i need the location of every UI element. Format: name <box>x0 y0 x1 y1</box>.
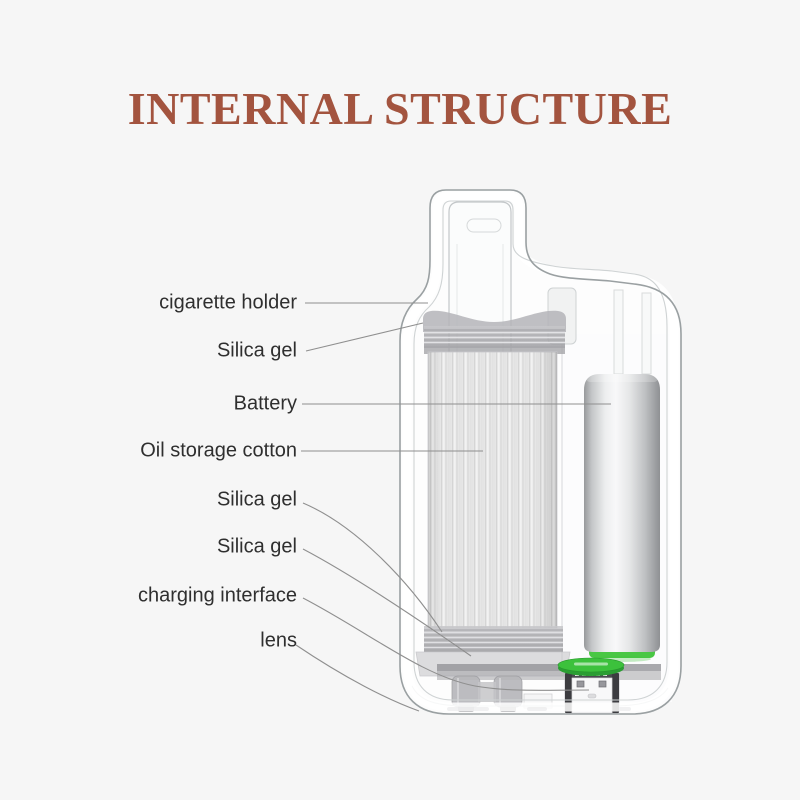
oil-storage-cotton-assembly <box>415 310 571 677</box>
label-silica-gel-top: Silica gel <box>216 339 297 362</box>
label-cigarette-holder: cigarette holder <box>159 291 297 314</box>
label-lens: lens <box>260 629 297 652</box>
label-battery: Battery <box>233 392 297 415</box>
leader-line-silica-gel-bottom <box>302 548 472 657</box>
silica-gel-rings-top <box>424 326 565 354</box>
leader-line-lens <box>295 644 420 712</box>
leader-line-silica-gel-mid <box>302 502 443 633</box>
label-oil-storage-cotton: Oil storage cotton <box>140 439 297 462</box>
battery-cell <box>584 374 660 662</box>
leader-lines <box>295 302 611 712</box>
cotton-body <box>427 351 558 629</box>
label-silica-gel-mid: Silica gel <box>216 488 297 511</box>
label-charging-interface: charging interface <box>138 584 297 607</box>
label-silica-gel-bottom: Silica gel <box>216 535 297 558</box>
green-pcb <box>557 657 625 676</box>
leader-line-silica-gel-top <box>305 322 424 352</box>
shell-outline <box>399 189 682 715</box>
leader-line-charging-interface <box>302 597 590 691</box>
page-title: INTERNAL STRUCTURE <box>127 83 673 134</box>
